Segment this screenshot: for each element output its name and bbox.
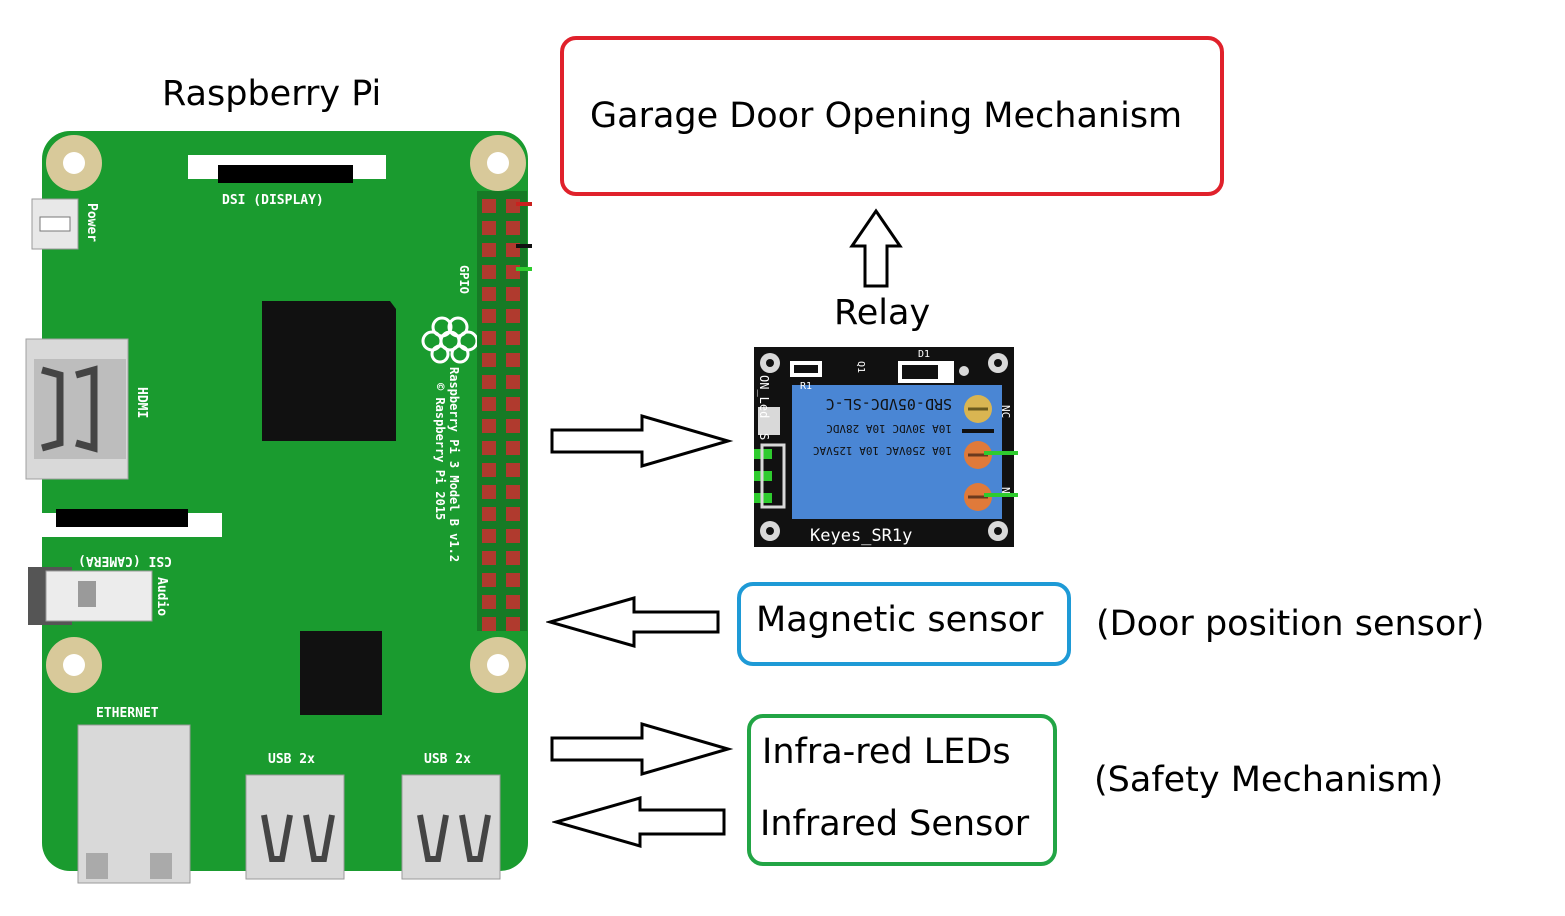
right-arrow-icon-2 [550, 722, 734, 776]
garage-door-box [560, 36, 1224, 196]
gpio-pin [482, 243, 496, 257]
relay-rating-2: 10A 30VDC 10A 28VDC [826, 422, 952, 435]
raspberry-pi-board: DSI (DISPLAY) Power GPIO HDMI CSI (CAMER… [25, 131, 532, 884]
gpio-pin [482, 463, 496, 477]
gpio-pin [506, 529, 520, 543]
gpio-label: GPIO [457, 265, 471, 294]
gpio-pin [506, 463, 520, 477]
csi-label: CSI (CAMERA) [78, 553, 172, 568]
gpio-pin [506, 353, 520, 367]
gpio-pin [482, 507, 496, 521]
gpio-pin [482, 397, 496, 411]
gpio-pin [482, 573, 496, 587]
up-arrow-icon [849, 208, 903, 288]
relay-s-label: S [757, 433, 771, 440]
left-arrow-icon-2 [552, 796, 726, 848]
relay-d1-label: D1 [918, 349, 930, 360]
gpio-pin [506, 507, 520, 521]
raspberry-pi-title: Raspberry Pi [162, 74, 382, 114]
magnetic-sensor-box [737, 582, 1071, 666]
copyright-label: © Raspberry Pi 2015 [433, 383, 447, 520]
hdmi-label: HDMI [134, 387, 149, 418]
gpio-pin [506, 419, 520, 433]
gpio-pin [506, 375, 520, 389]
relay-on-led-label: ON_Led [757, 375, 771, 418]
gpio-pin [506, 441, 520, 455]
usb-label-1: USB 2x [268, 752, 315, 767]
relay-name-label: Keyes_SR1y [810, 526, 912, 546]
garage-door-label: Garage Door Opening Mechanism [590, 96, 1183, 136]
gpio-pin [482, 265, 496, 279]
relay-nc-label: NC [999, 405, 1012, 418]
gpio-pin [506, 595, 520, 609]
gpio-pin [506, 485, 520, 499]
infrared-leds-label: Infra-red LEDs [762, 732, 1011, 772]
safety-note: (Safety Mechanism) [1094, 760, 1444, 800]
gpio-pin [506, 331, 520, 345]
gpio-pin [506, 573, 520, 587]
infrared-sensor-label: Infrared Sensor [760, 804, 1030, 844]
gpio-pin [482, 199, 496, 213]
left-arrow-icon [546, 596, 720, 648]
dsi-label: DSI (DISPLAY) [222, 193, 324, 208]
gpio-pin [482, 221, 496, 235]
audio-label: Audio [154, 577, 169, 616]
relay-title: Relay [834, 293, 931, 333]
relay-r1-label: R1 [800, 381, 812, 392]
gpio-pin [482, 441, 496, 455]
gpio-pin [482, 419, 496, 433]
magnetic-sensor-label: Magnetic sensor [756, 600, 1044, 640]
relay-module: D1 R1 Q1 ON_Led S SRD-05VDC-SL-C 10A 250… [754, 347, 1018, 547]
gpio-pin [482, 485, 496, 499]
gpio-pin [482, 309, 496, 323]
gpio-pin [482, 595, 496, 609]
ethernet-label: ETHERNET [96, 706, 159, 721]
infrared-box [747, 714, 1057, 866]
power-label: Power [84, 203, 99, 242]
gpio-pin [482, 353, 496, 367]
gpio-pin [506, 309, 520, 323]
gpio-pin [506, 221, 520, 235]
gpio-pin [482, 529, 496, 543]
usb-label-2: USB 2x [424, 752, 471, 767]
door-position-note: (Door position sensor) [1096, 604, 1485, 644]
gpio-pin [506, 551, 520, 565]
gpio-pin [506, 397, 520, 411]
relay-part-label: SRD-05VDC-SL-C [826, 395, 952, 413]
model-label: Raspberry Pi 3 Model B v1.2 [447, 367, 461, 562]
gpio-pin [506, 287, 520, 301]
gpio-pin [506, 617, 520, 631]
gpio-pin [482, 331, 496, 345]
relay-n-label: N [999, 487, 1012, 494]
relay-rating-1: 10A 250VAC 10A 125VAC [813, 444, 952, 457]
relay-q1-label: Q1 [855, 361, 866, 373]
gpio-pin [482, 375, 496, 389]
right-arrow-icon [550, 414, 734, 468]
gpio-pin [482, 287, 496, 301]
gpio-pin [482, 617, 496, 631]
gpio-pin [482, 551, 496, 565]
